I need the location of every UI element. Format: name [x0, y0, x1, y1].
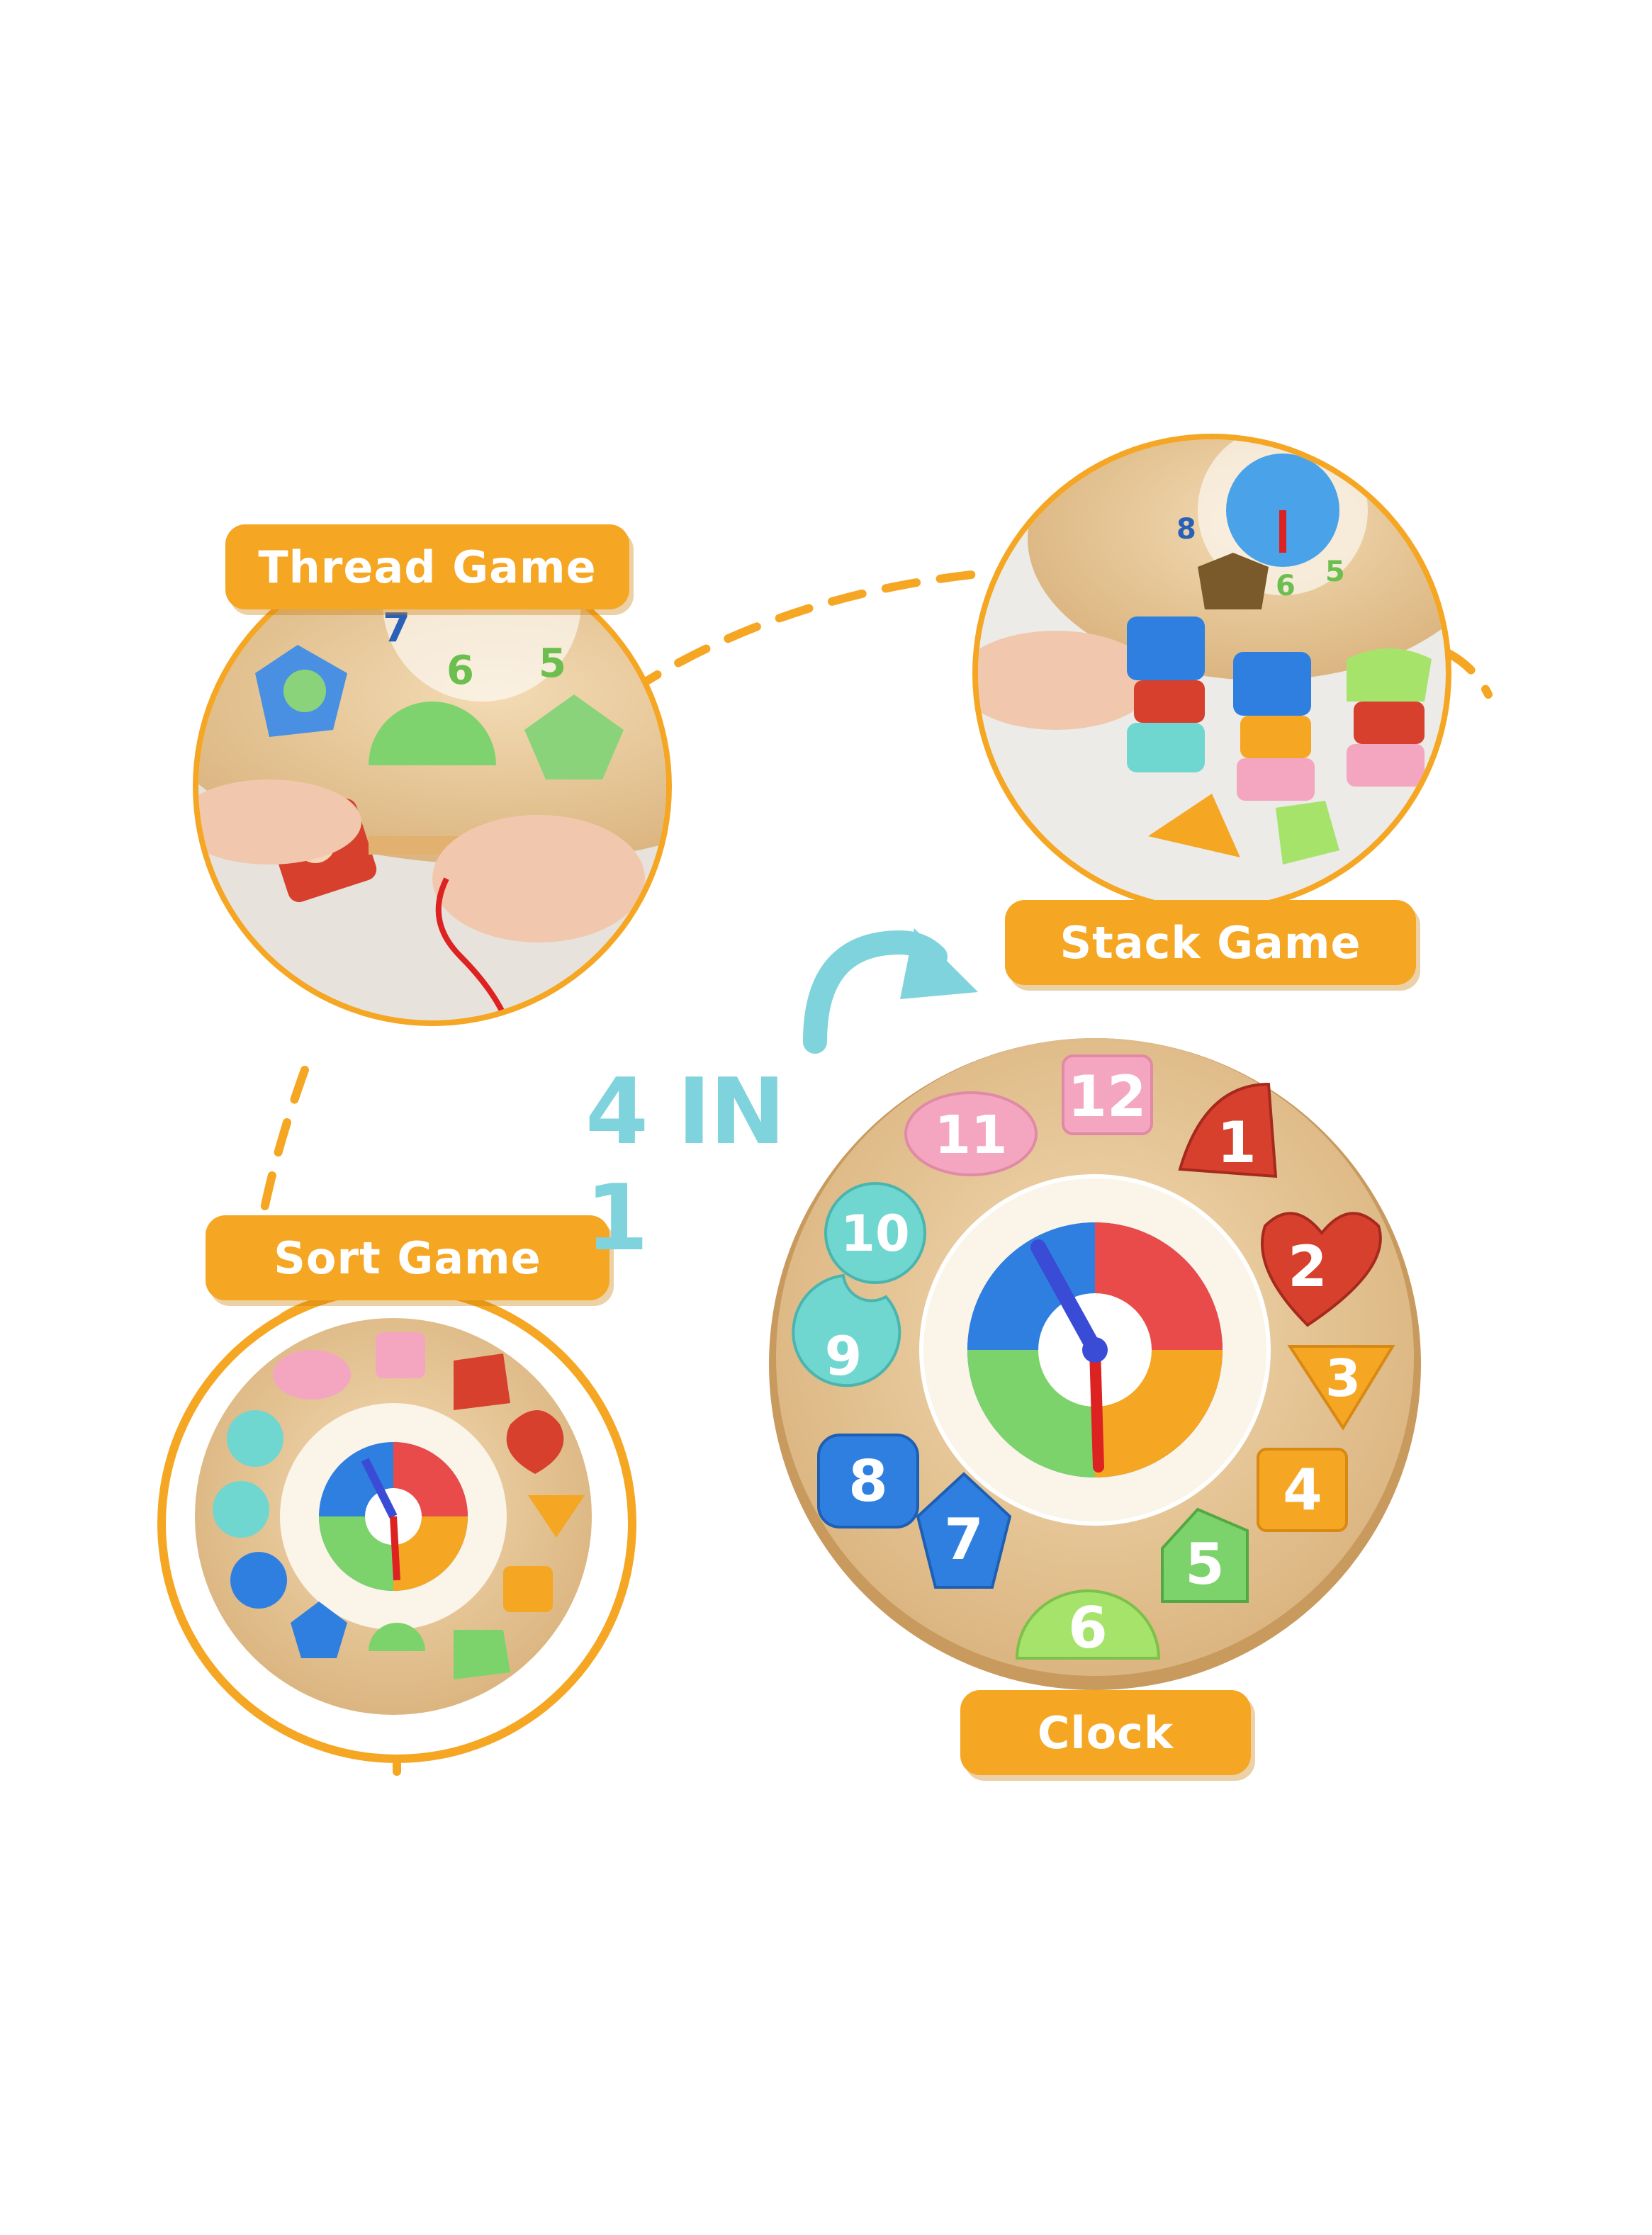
svg-text:5: 5 — [1325, 556, 1345, 588]
piece-8: 8 — [848, 1448, 888, 1514]
clock-label: Clock — [960, 1690, 1251, 1775]
curved-arrow-icon — [803, 928, 978, 1054]
stack-game-photo: 8 6 5 — [972, 434, 1451, 913]
thread-game-photo: 7 6 5 — [193, 547, 672, 1026]
stack-game-label: Stack Game — [1005, 900, 1416, 985]
main-clock: 12 1 2 3 4 5 6 7 8 9 — [769, 1038, 1421, 1690]
svg-text:8: 8 — [1176, 513, 1196, 546]
sort-game-photo — [157, 1284, 636, 1763]
svg-text:6: 6 — [446, 648, 474, 694]
piece-5: 5 — [1185, 1531, 1225, 1597]
piece-4: 4 — [1283, 1457, 1322, 1523]
piece-10: 10 — [841, 1205, 909, 1263]
svg-text:5: 5 — [539, 641, 566, 687]
piece-11: 11 — [935, 1105, 1008, 1166]
svg-text:7: 7 — [383, 605, 410, 651]
thread-game-label: Thread Game — [225, 524, 629, 609]
sort-game-label: Sort Game — [206, 1215, 609, 1300]
svg-text:6: 6 — [1276, 570, 1296, 602]
piece-3: 3 — [1325, 1349, 1361, 1408]
piece-1: 1 — [1217, 1110, 1257, 1176]
piece-12: 12 — [1067, 1064, 1146, 1130]
clock-pieces: 12 1 2 3 4 5 6 7 8 9 — [792, 1054, 1395, 1661]
headline-4-in-1: 4 IN 1 — [585, 1059, 785, 1271]
piece-6: 6 — [1068, 1595, 1108, 1661]
piece-9: 9 — [825, 1324, 862, 1387]
sort-pieces — [213, 1332, 585, 1679]
piece-2: 2 — [1288, 1234, 1327, 1300]
piece-7: 7 — [944, 1507, 984, 1572]
